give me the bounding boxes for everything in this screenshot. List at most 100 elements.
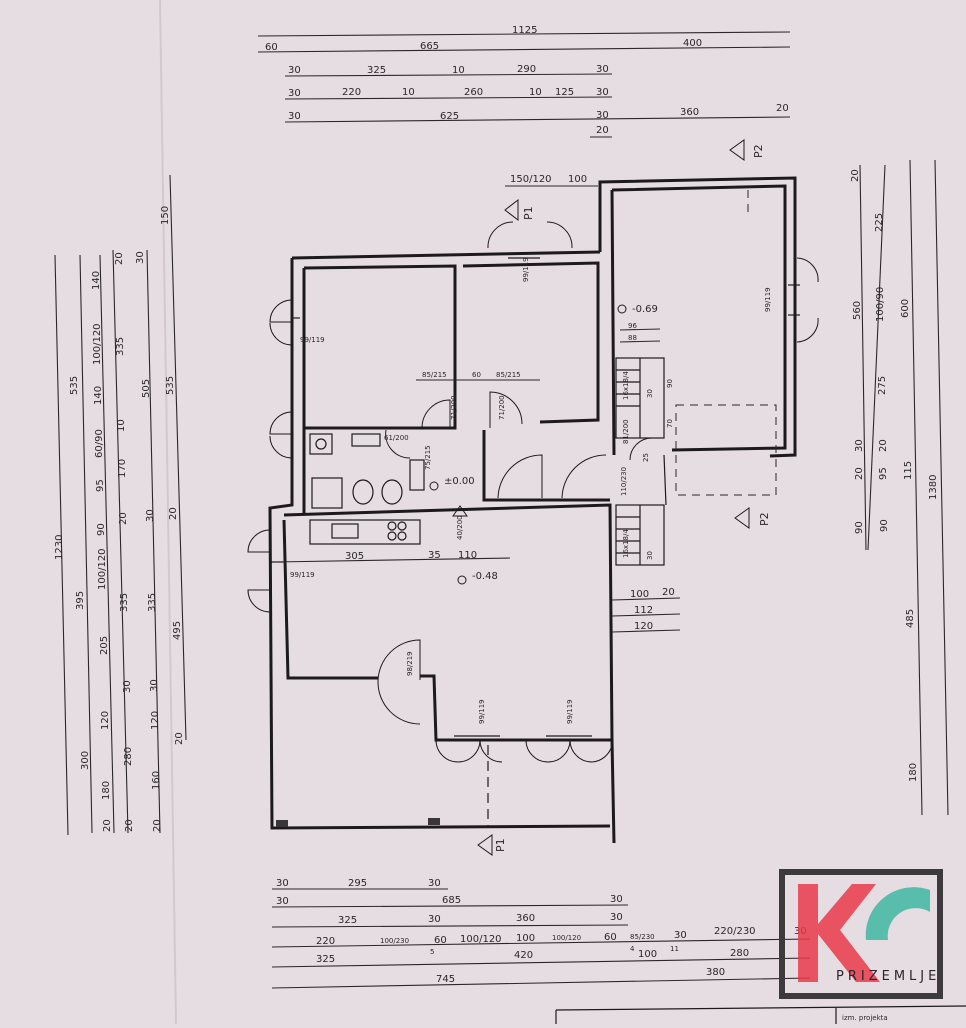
dim-label: 335: [147, 593, 158, 612]
door-swing: [497, 454, 543, 499]
dim-label: 280: [730, 948, 749, 959]
dim-label: 100/120: [92, 323, 103, 365]
dim-label: 20: [124, 819, 135, 832]
title-block-label: izm. projekta: [842, 1014, 888, 1022]
logo-k-icon: [798, 884, 880, 982]
opening-label: 71/200: [450, 395, 458, 420]
opening-label: 61/200: [384, 434, 409, 442]
opening-label: 99/119: [764, 287, 772, 312]
opening-label: 99/119: [478, 699, 486, 724]
dim-label: 125: [555, 87, 574, 98]
window-swing: [487, 221, 514, 249]
dim-label: 205: [99, 636, 110, 655]
level-marker-icon: [617, 304, 627, 314]
outer-wall-north: [291, 250, 601, 260]
section-label: P1: [522, 206, 535, 220]
dim-label: 30: [288, 65, 301, 76]
brand-logo: PRIZEMLJE: [779, 869, 943, 999]
dim-label: 30: [610, 894, 623, 905]
hob-icon: [387, 521, 397, 531]
logo-caption: PRIZEMLJE: [836, 969, 940, 984]
dim-label: 560: [852, 301, 863, 320]
window-swing: [479, 739, 503, 763]
dim-label: 4: [630, 945, 635, 953]
dim-label: 300: [80, 751, 91, 770]
dim-line-right-4: [934, 159, 949, 816]
room-nw: [302, 264, 457, 430]
dim-label: 100/120: [552, 934, 581, 942]
bathroom-fixtures: [309, 433, 425, 509]
dim-label: 380: [706, 967, 725, 978]
dim-label: 335: [119, 593, 130, 612]
section-p1-top-icon: [504, 198, 519, 222]
outer-wall-west: [268, 258, 611, 830]
dim-label: 495: [172, 621, 183, 640]
dim-label: 10: [529, 87, 542, 98]
dim-label: 30: [596, 64, 609, 75]
dim-label: 60: [265, 42, 278, 53]
level-label: -0.48: [472, 571, 498, 582]
dim-label: 30: [854, 439, 865, 452]
dim-label: 20: [776, 103, 789, 114]
dim-line: [274, 557, 511, 563]
section-p2-mid-icon: [734, 507, 750, 529]
dim-label: 625: [440, 111, 459, 122]
dim-label: 110/230: [620, 467, 628, 496]
dim-label: 140: [93, 386, 104, 405]
section-markers: P1 P1 P2 P2: [477, 139, 771, 856]
top-dimensions: 1125 60 665 400 30 325 10 290 30 30 220 …: [257, 25, 791, 138]
dim-label: 10: [116, 419, 127, 432]
dim-label: 60: [604, 932, 617, 943]
dim-label: 745: [436, 974, 455, 985]
dim-label: 305: [345, 551, 364, 562]
dim-label: 95: [95, 479, 106, 492]
dim-label: 325: [367, 65, 386, 76]
dim-label: 30: [596, 87, 609, 98]
stairs: 16x18/4 30 16x18/4 30: [615, 357, 667, 566]
dim-label: 1230: [54, 535, 65, 560]
stair-label: 30: [646, 389, 654, 398]
window-swing: [269, 299, 293, 323]
dim-label: 400: [683, 38, 702, 49]
dim-label: 600: [900, 299, 911, 318]
dim-label: 110: [458, 550, 477, 561]
dim-label: 95: [878, 467, 889, 480]
dim-line-right-2: [859, 164, 867, 551]
kitchen-counter: [309, 519, 421, 545]
dim-label: 290: [517, 64, 536, 75]
dim-line: [611, 597, 681, 601]
dim-label: 20: [114, 252, 125, 265]
dim-label: 120: [100, 711, 111, 730]
window-swing: [796, 317, 819, 343]
window-swing: [269, 322, 293, 346]
dim-label: 20: [168, 507, 179, 520]
garage-inner-wall: [611, 184, 787, 452]
dim-label: 30: [428, 878, 441, 889]
dim-label: 685: [442, 895, 461, 906]
dim-label: 120: [150, 711, 161, 730]
logo-frame: [779, 869, 943, 999]
dim-label: 225: [874, 213, 885, 232]
dim-label: 360: [516, 913, 535, 924]
dim-label: 5: [430, 948, 434, 956]
dim-line-left-2: [79, 254, 93, 834]
dashed-garage-area: [675, 404, 777, 496]
windows: [270, 257, 800, 737]
dim-label: 535: [69, 376, 80, 395]
window-swing: [569, 739, 613, 763]
dim-label: 100: [638, 949, 657, 960]
hall-wall: [482, 430, 610, 502]
dim-label: 325: [316, 954, 335, 965]
dim-line-left-1: [54, 254, 69, 836]
dim-label: 100: [568, 174, 587, 185]
hob-icon: [397, 521, 407, 531]
door-swing: [377, 639, 421, 683]
dim-label: 10: [402, 87, 415, 98]
section-label: P2: [752, 144, 765, 158]
dim-label: 35: [428, 550, 441, 561]
dim-label: 20: [152, 819, 163, 832]
dim-line-top-0: [257, 31, 791, 37]
section-p2-top-icon: [729, 139, 745, 161]
